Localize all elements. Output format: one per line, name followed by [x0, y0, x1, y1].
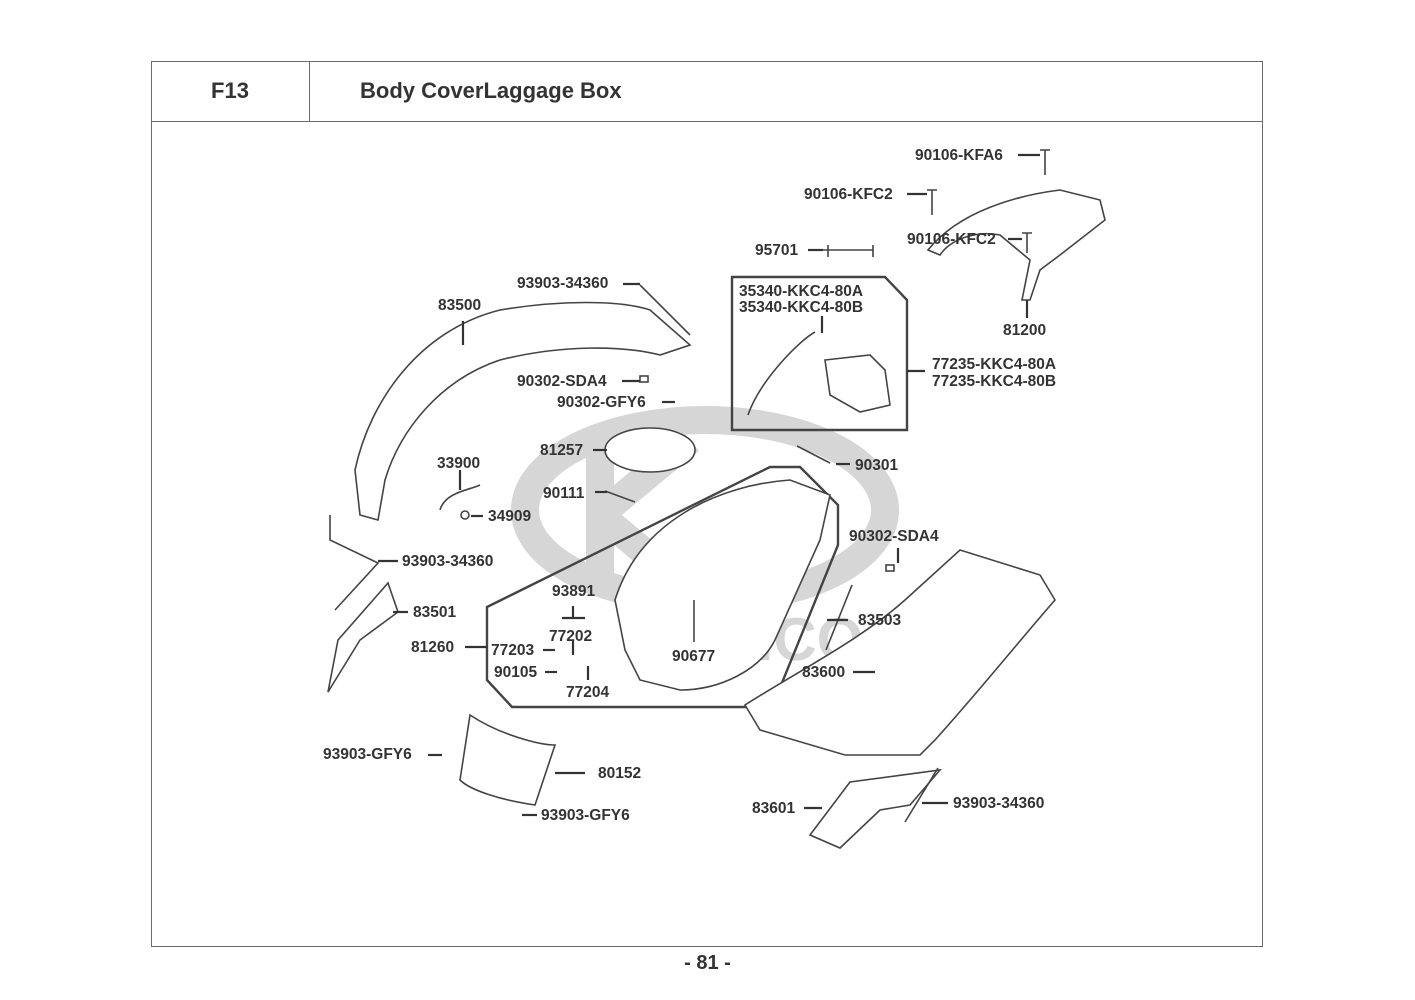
seat-lock-cable[interactable]	[747, 331, 816, 416]
diagram-frame	[151, 61, 1263, 947]
part-label[interactable]: 90106-KFC2	[804, 186, 893, 203]
harness-33900[interactable]	[439, 484, 481, 511]
part-label[interactable]: 93903-34360	[402, 553, 494, 570]
bolt-90106-kfc2-bottom[interactable]	[1022, 232, 1032, 253]
part-label[interactable]: 77235-KKC4-80A	[932, 356, 1057, 373]
leader-lines	[378, 153, 1040, 817]
part-label[interactable]: 81257	[540, 442, 584, 459]
part-label[interactable]: 83600	[802, 664, 846, 681]
part-label[interactable]: 77235-KKC4-80B	[932, 373, 1057, 390]
part-label[interactable]: 90302-SDA4	[517, 373, 607, 390]
part-label[interactable]: 83501	[413, 604, 457, 621]
strip-83503[interactable]	[825, 584, 853, 651]
luggage-box-81260[interactable]	[614, 479, 831, 691]
rear-cover-80152[interactable]	[459, 713, 557, 806]
rear-body-cover-83500[interactable]	[354, 301, 692, 522]
part-label[interactable]: 90677	[672, 648, 716, 665]
part-label[interactable]: 90302-SDA4	[849, 528, 939, 545]
screws-93903-34360-right[interactable]	[904, 767, 939, 823]
bolt-95701[interactable]	[823, 245, 874, 257]
part-label[interactable]: 90302-GFY6	[557, 394, 646, 411]
screws-93903-34360-top[interactable]	[639, 284, 691, 336]
side-cover-83600[interactable]	[743, 549, 1056, 756]
part-label[interactable]: 90106-KFA6	[915, 147, 1003, 164]
part-label[interactable]: 34909	[488, 508, 532, 525]
luggage-box-group-outline	[485, 465, 840, 709]
part-label[interactable]: 90106-KFC2	[907, 231, 996, 248]
part-label[interactable]: 93903-34360	[953, 795, 1045, 812]
page-title: Body CoverLaggage Box	[310, 61, 1263, 122]
part-label[interactable]: 93903-GFY6	[541, 807, 630, 824]
seat-lock-77235[interactable]	[824, 354, 891, 413]
screws-93903-34360-left[interactable]	[329, 515, 380, 611]
part-label[interactable]: 77203	[491, 642, 535, 659]
part-label[interactable]: 80152	[598, 765, 642, 782]
part-label[interactable]: 90105	[494, 664, 538, 681]
part-label[interactable]: 95701	[755, 242, 799, 259]
part-label[interactable]: 93891	[552, 583, 596, 600]
side-cover-83501[interactable]	[327, 581, 399, 693]
part-label[interactable]: 77204	[566, 684, 610, 701]
bolt-90106-kfa6[interactable]	[1040, 149, 1050, 175]
part-label[interactable]: 90301	[855, 457, 899, 474]
box-cover-81257[interactable]	[604, 427, 696, 473]
bolt-90111[interactable]	[604, 490, 636, 503]
part-label[interactable]: 83500	[438, 297, 482, 314]
part-label[interactable]: 93903-34360	[517, 275, 609, 292]
nut-90302-sda4-top[interactable]	[639, 375, 649, 383]
rear-carrier-81200[interactable]	[926, 189, 1106, 301]
part-label[interactable]: 83601	[752, 800, 796, 817]
grille-83601[interactable]	[808, 768, 942, 849]
part-label[interactable]: 35340-KKC4-80A	[739, 283, 864, 300]
part-label[interactable]: 77202	[549, 628, 593, 645]
seat-lock-group-box	[730, 275, 909, 432]
part-label[interactable]: 33900	[437, 455, 481, 472]
part-label[interactable]: 90111	[543, 485, 585, 502]
part-label[interactable]: 93903-GFY6	[323, 746, 412, 763]
nut-90301[interactable]	[796, 445, 831, 464]
part-label[interactable]: 81260	[411, 639, 455, 656]
nut-90302-sda4-right[interactable]	[885, 564, 895, 572]
bulb-34909[interactable]	[460, 510, 470, 520]
part-label[interactable]: 81200	[1003, 322, 1047, 339]
part-label[interactable]: 35340-KKC4-80B	[739, 299, 864, 316]
section-code: F13	[151, 61, 310, 122]
part-label[interactable]: 83503	[858, 612, 902, 629]
page-number: - 81 -	[684, 952, 731, 974]
bolt-90106-kfc2-top[interactable]	[927, 189, 937, 215]
